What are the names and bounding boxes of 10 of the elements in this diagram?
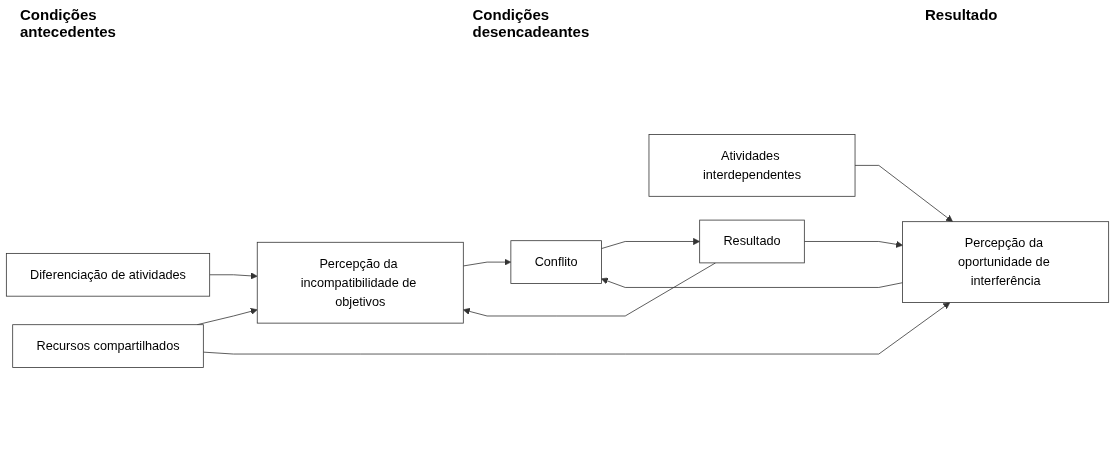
node-box: Atividades interdependentes xyxy=(648,134,856,197)
node-box: Percepção da incompatibilidade de objetivos xyxy=(256,241,464,324)
column-heading: Condições desencadeantes xyxy=(472,6,591,42)
column-heading: Resultado xyxy=(925,6,999,25)
column-heading: Condições antecedentes xyxy=(20,6,117,42)
node-box: Conflito xyxy=(510,240,602,284)
node-box: Diferenciação de atividades xyxy=(5,253,211,297)
node-box: Percepção da oportunidade de interferência xyxy=(902,221,1110,303)
node-box: Recursos compartilhados xyxy=(12,324,204,368)
node-box: Resultado xyxy=(699,219,805,264)
